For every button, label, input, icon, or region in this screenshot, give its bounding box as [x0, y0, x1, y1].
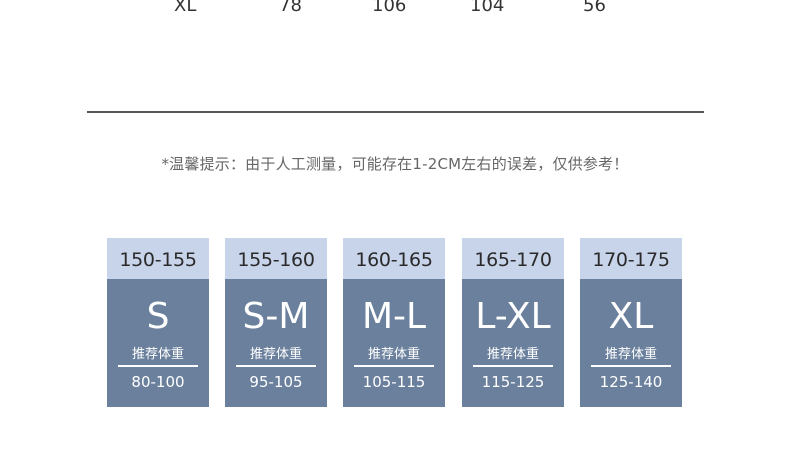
card-weight-label: 推荐体重 — [604, 347, 657, 362]
size-card-s-m: 155-160 S-M 推荐体重 95-105 — [225, 238, 327, 407]
card-rule — [591, 365, 671, 367]
section-divider — [87, 111, 704, 113]
card-weight-range: 95-105 — [249, 373, 303, 391]
card-rule — [354, 365, 434, 367]
card-weight-label: 推荐体重 — [249, 347, 302, 362]
size-card-s: 150-155 S 推荐体重 80-100 — [107, 238, 209, 407]
card-size-label: L-XL — [475, 296, 551, 337]
size-card-l-xl: 165-170 L-XL 推荐体重 115-125 — [462, 238, 564, 407]
size-card-xl: 170-175 XL 推荐体重 125-140 — [580, 238, 682, 407]
measurement-note: *温馨提示：由于人工测量，可能存在1-2CM左右的误差，仅供参考！ — [161, 155, 629, 173]
table-cell-4: 56 — [583, 0, 606, 16]
card-weight-label: 推荐体重 — [486, 347, 539, 362]
card-weight-range: 80-100 — [131, 373, 185, 391]
card-height-range: 155-160 — [225, 238, 327, 279]
table-cell-1: 78 — [279, 0, 302, 16]
size-card-m-l: 160-165 M-L 推荐体重 105-115 — [343, 238, 445, 407]
card-size-label: S-M — [242, 296, 310, 337]
size-table-row-xl: XL 78 106 104 56 — [0, 0, 790, 18]
card-height-range: 150-155 — [107, 238, 209, 279]
card-weight-label: 推荐体重 — [131, 347, 184, 362]
card-weight-label: 推荐体重 — [367, 347, 420, 362]
card-size-label: XL — [608, 296, 654, 337]
card-height-range: 170-175 — [580, 238, 682, 279]
card-height-range: 165-170 — [462, 238, 564, 279]
card-height-range: 160-165 — [343, 238, 445, 279]
table-cell-2: 106 — [372, 0, 407, 16]
table-cell-3: 104 — [470, 0, 505, 16]
table-cell-size: XL — [174, 0, 197, 16]
card-weight-range: 125-140 — [599, 373, 663, 391]
card-weight-range: 115-125 — [481, 373, 545, 391]
card-rule — [473, 365, 553, 367]
card-weight-range: 105-115 — [362, 373, 426, 391]
card-rule — [236, 365, 316, 367]
card-rule — [118, 365, 198, 367]
card-size-label: S — [146, 296, 170, 337]
card-size-label: M-L — [361, 296, 427, 337]
